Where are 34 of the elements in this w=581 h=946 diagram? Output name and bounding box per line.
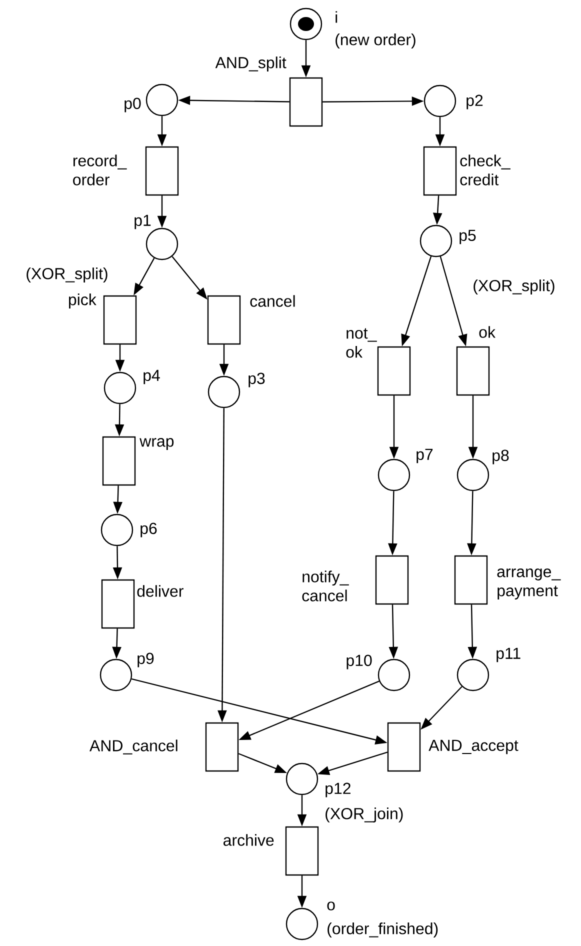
node-label: p1 — [134, 214, 151, 230]
node-label: p0 — [124, 98, 141, 112]
node-label: ok — [479, 326, 496, 338]
node-label: AND_split — [215, 56, 286, 72]
node-label: record_ order — [73, 154, 127, 186]
node-label: check_ credit — [460, 154, 510, 186]
node-label: (XOR_join) — [326, 808, 403, 822]
node-label: p3 — [248, 372, 265, 388]
node-label: p2 — [466, 94, 483, 110]
node-label: AND_accept — [428, 740, 518, 754]
node-label: p10 — [346, 654, 372, 670]
node-label: deliver — [137, 585, 184, 597]
node-label: pick — [68, 294, 96, 308]
node-label: i — [336, 11, 338, 23]
node-label: notify_ cancel — [302, 570, 349, 602]
node-label: archive — [224, 834, 274, 846]
node-label: p5 — [460, 230, 476, 244]
node-label: p11 — [496, 648, 520, 662]
node-label: (new order) — [336, 34, 416, 48]
node-label: p4 — [144, 370, 160, 384]
node-label: not_ ok — [346, 328, 377, 358]
node-label: p8 — [492, 450, 509, 464]
annotation: (XOR_split) — [26, 268, 108, 282]
node-label: p12 — [326, 782, 350, 798]
node-label: p6 — [140, 522, 157, 538]
node-label: arrange_ payment — [497, 568, 561, 600]
node-label: p7 — [416, 448, 433, 464]
annotation: (XOR_split) — [474, 280, 554, 294]
node-label: cancel — [250, 295, 295, 307]
node-label: AND_cancel — [90, 740, 178, 754]
node-label: p9 — [138, 652, 154, 668]
node-label: (order_finished) — [328, 922, 438, 938]
node-label: wrap — [140, 438, 174, 450]
node-label: o — [327, 902, 335, 910]
